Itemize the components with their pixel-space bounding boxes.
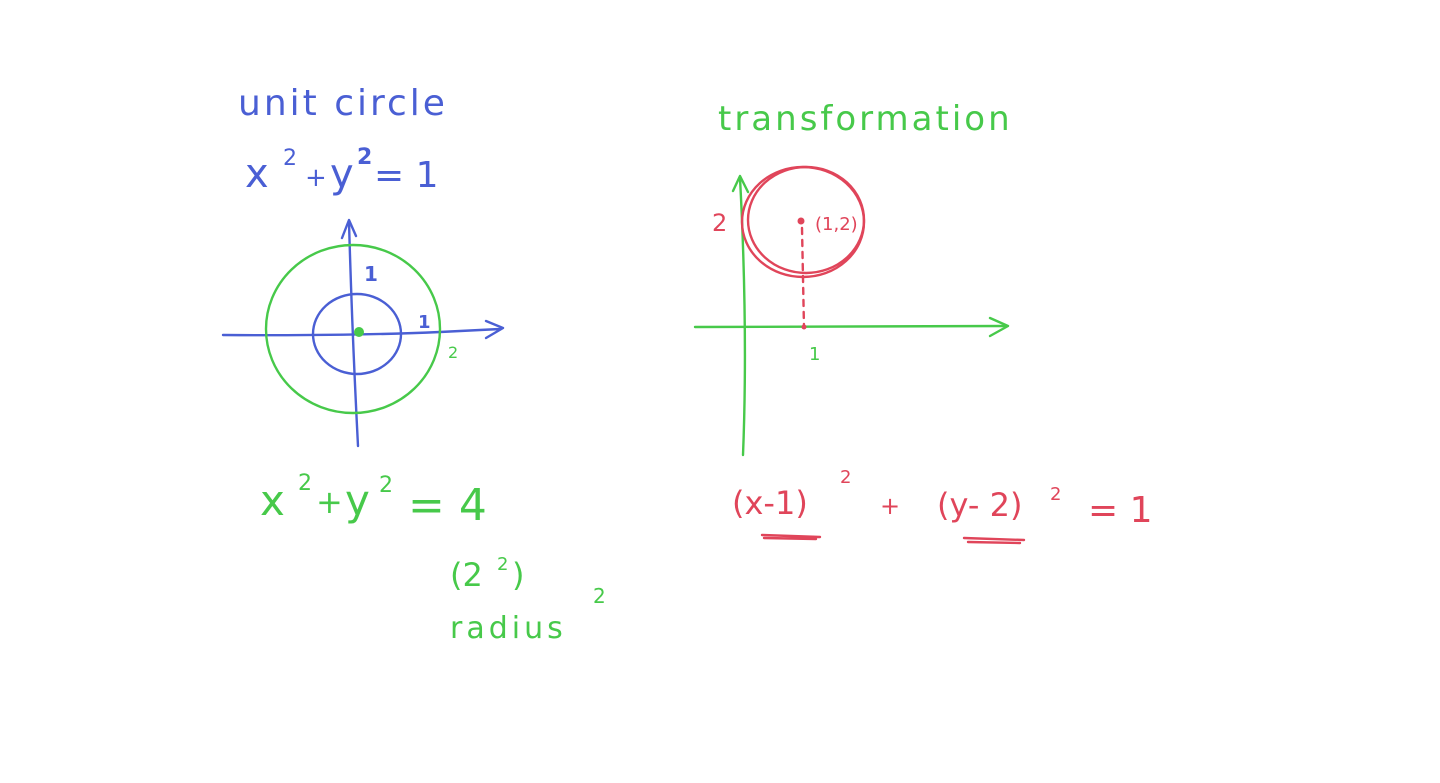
- eq1-x: x: [245, 151, 269, 197]
- teq-term1: (x-1): [732, 484, 808, 522]
- right-x-axis: [693, 324, 1007, 329]
- eq1-rhs: = 1: [374, 155, 439, 196]
- left-axes: [221, 218, 505, 448]
- unit-radius-label-right: 1: [418, 312, 431, 333]
- outer-circle-radius-2: [264, 243, 442, 415]
- eq1-plus: +: [305, 163, 327, 193]
- note-open: (2: [450, 556, 483, 594]
- left-y-axis: [347, 220, 360, 448]
- note-radius-exponent: 2: [593, 584, 606, 608]
- shifted-circle-retrace: [746, 165, 866, 275]
- center-dot: [797, 217, 805, 225]
- left-x-axis-arrowhead: [484, 319, 505, 340]
- eq2-y: y: [345, 476, 370, 525]
- origin-dot: [354, 327, 364, 337]
- eq1-y: y: [330, 151, 354, 197]
- left-x-axis: [221, 327, 502, 337]
- eq2-rhs: = 4: [408, 480, 487, 531]
- eq2-y-exponent: 2: [379, 473, 393, 498]
- x-tick-dot: [801, 324, 807, 330]
- teq-term2-underline: [962, 536, 1026, 545]
- eq1-y-exponent: 2: [357, 145, 372, 170]
- eq2-x: x: [260, 476, 285, 525]
- teq-term1-underline: [760, 533, 822, 541]
- eq2-plus: +: [316, 483, 343, 521]
- unit-circle-title: unit circle: [238, 83, 448, 124]
- teq-term1-exponent: 2: [840, 467, 851, 488]
- x-tick-label-1: 1: [809, 344, 820, 365]
- unit-circle-equation: x 2 + y 2 = 1: [245, 145, 439, 197]
- unit-radius-label-top: 1: [364, 262, 378, 286]
- transformation-title: transformation: [718, 99, 1013, 139]
- eq1-x-exponent: 2: [283, 146, 297, 171]
- transformed-equation: (x-1) 2 + (y- 2) 2 = 1: [732, 467, 1153, 545]
- center-label: (1,2): [815, 214, 858, 235]
- y-tick-label-2: 2: [712, 209, 727, 237]
- teq-term2-exponent: 2: [1050, 484, 1061, 505]
- circle-radius-2-equation: x 2 + y 2 = 4: [260, 471, 487, 531]
- note-close: ): [512, 556, 524, 594]
- right-x-axis-arrowhead: [988, 316, 1010, 338]
- teq-term2: (y- 2): [937, 486, 1022, 524]
- note-radius-word: radius: [450, 611, 567, 646]
- teq-rhs: = 1: [1088, 490, 1153, 531]
- right-y-axis-arrowhead: [731, 174, 750, 194]
- center-to-x-axis-dashes: [800, 226, 806, 330]
- teq-plus: +: [880, 492, 900, 520]
- outer-radius-label: 2: [448, 343, 458, 362]
- unit-circle-radius-1: [311, 292, 403, 376]
- note-exponent: 2: [497, 554, 508, 575]
- radius-squared-note: (2 2 ) radius 2: [450, 554, 606, 646]
- left-y-axis-arrowhead: [340, 218, 358, 240]
- eq2-x-exponent: 2: [298, 471, 312, 496]
